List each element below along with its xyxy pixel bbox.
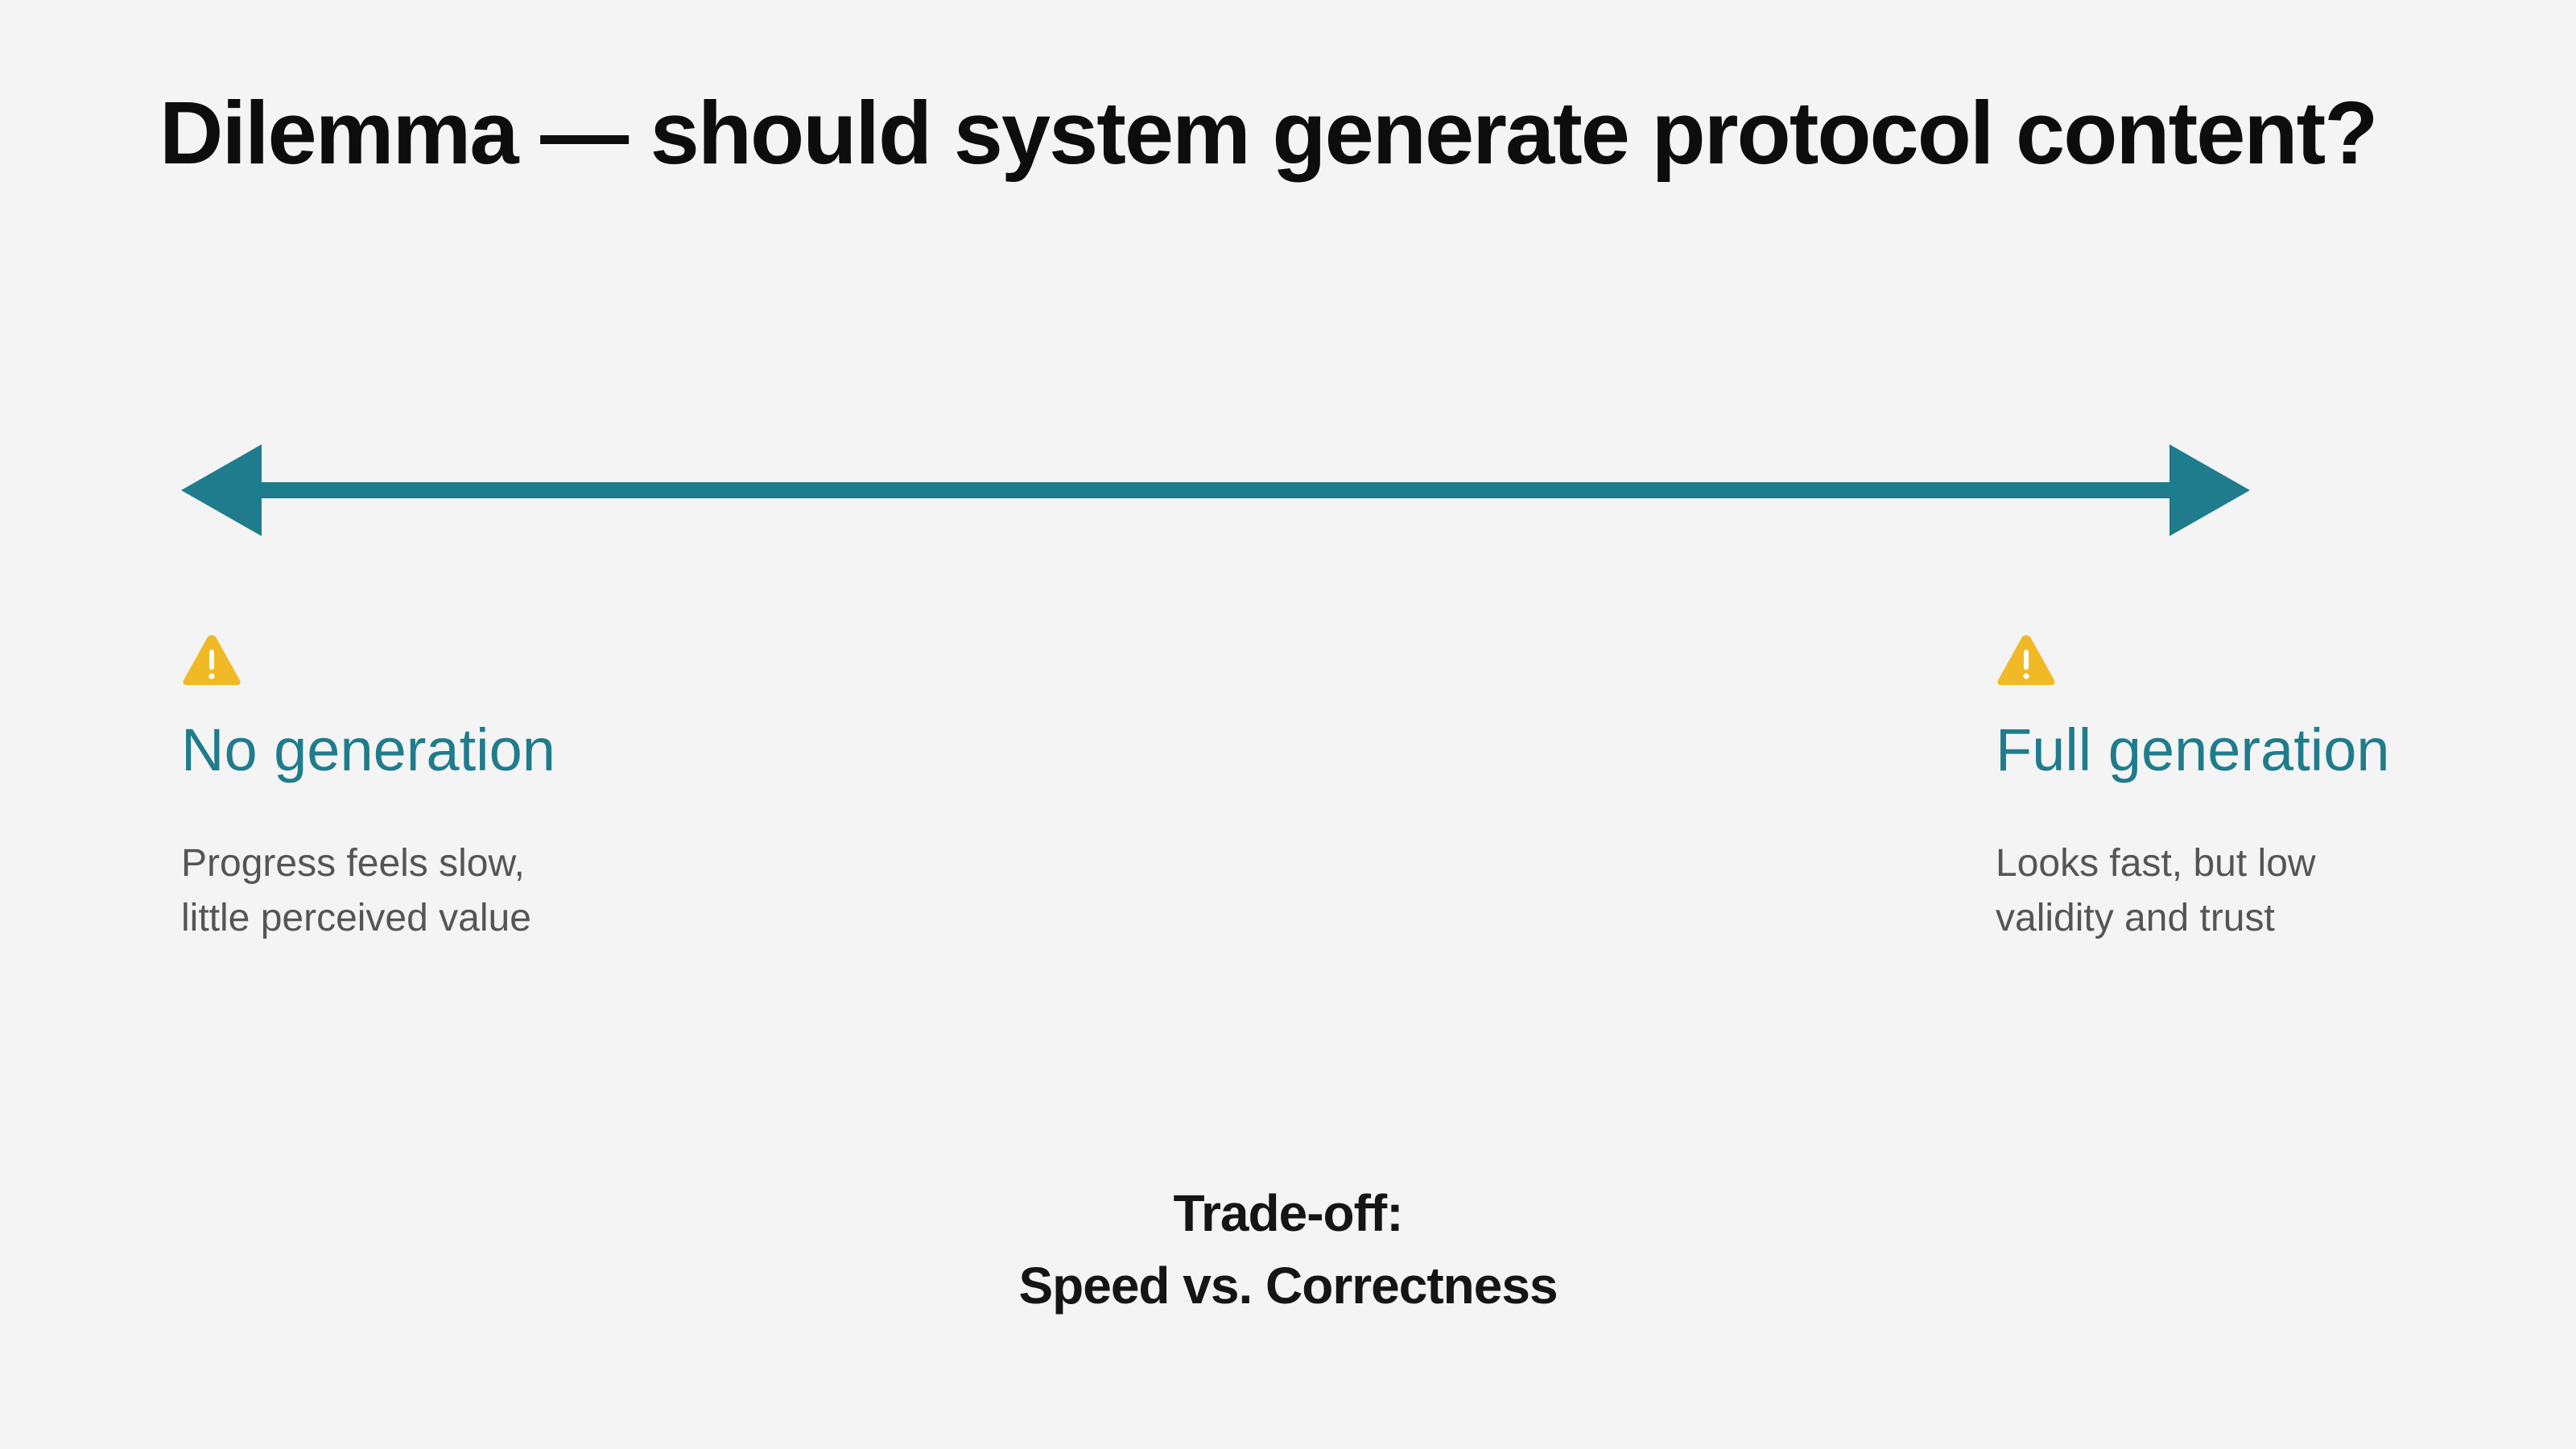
pole-description-left-line1: Progress feels slow, [181,841,525,885]
tradeoff-summary: Trade-off: Speed vs. Correctness [0,1177,2576,1322]
spectrum-line [250,482,2182,498]
pole-description-right: Looks fast, but low validity and trust [1996,836,2479,946]
pole-label-right: Full generation [1996,716,2390,783]
pole-label-left: No generation [181,716,555,783]
warning-icon [183,635,241,685]
right-arrowhead [2169,444,2250,536]
pole-description-left-line2: little perceived value [181,896,531,939]
tradeoff-statement: Speed vs. Correctness [1018,1257,1558,1315]
pole-description-right-line1: Looks fast, but low [1996,841,2316,885]
pole-full-generation: Full generation Looks fast, but low vali… [1996,632,2559,946]
tradeoff-heading: Trade-off: [1173,1184,1403,1242]
pole-description-left: Progress feels slow, little perceived va… [181,836,664,946]
pole-description-right-line2: validity and trust [1996,896,2275,939]
pole-no-generation: No generation Progress feels slow, littl… [181,632,745,946]
page-title: Dilemma — should system generate protoco… [159,84,2378,183]
warning-icon [1997,635,2055,685]
left-arrowhead [181,444,262,536]
